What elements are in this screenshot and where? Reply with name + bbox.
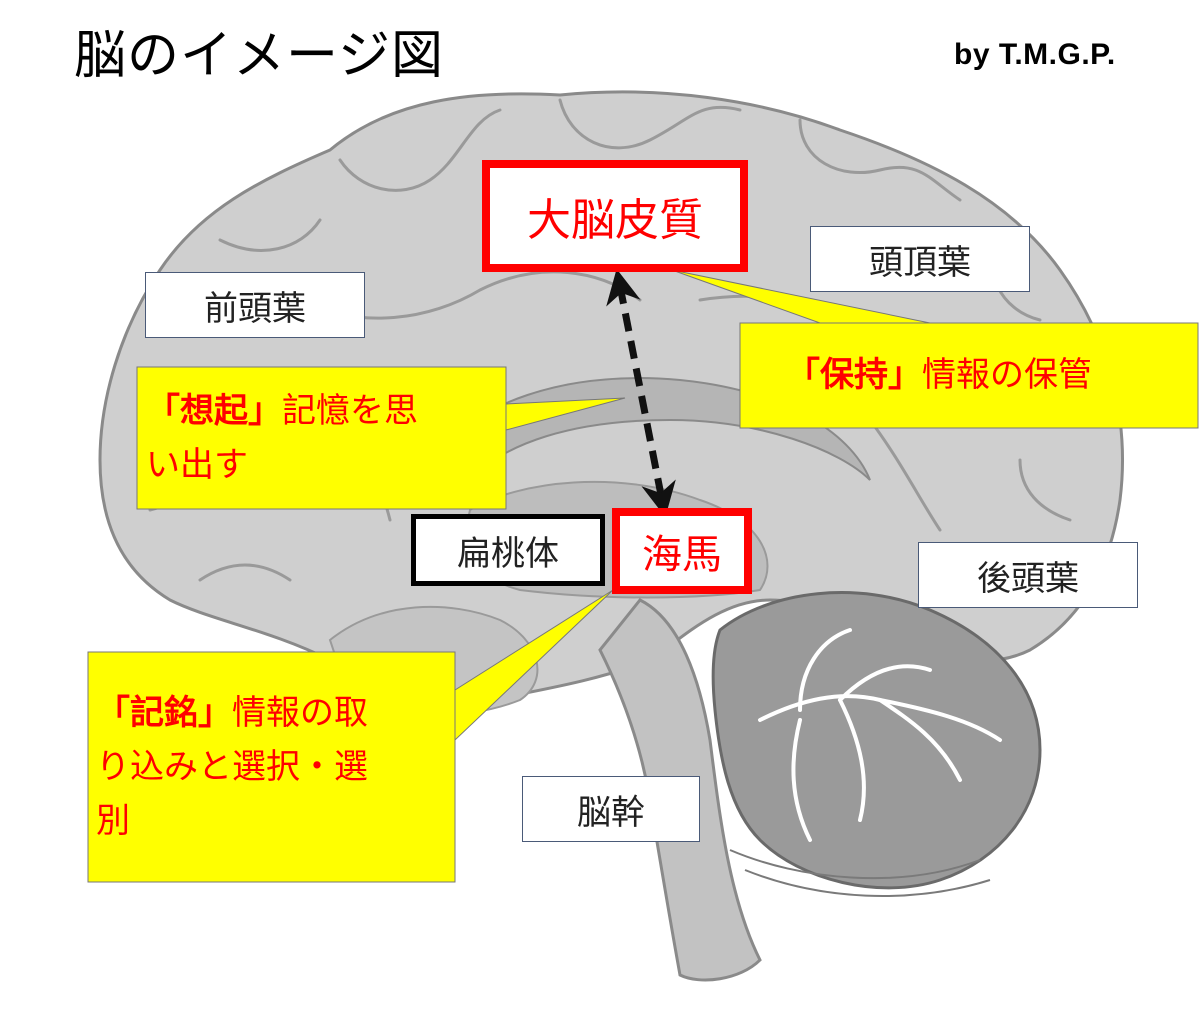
occipital-lobe-label: 後頭葉	[918, 542, 1138, 608]
cerebral-cortex-label: 大脳皮質	[482, 160, 748, 272]
brainstem-text: 脳幹	[577, 792, 645, 833]
cerebellum-branches	[758, 628, 1002, 842]
frontal-lobe-label: 前頭葉	[145, 272, 365, 338]
cerebellum-folds	[729, 849, 991, 898]
encoding-keyword: 「記銘」	[96, 693, 232, 733]
amygdala-text: 扁桃体	[457, 533, 559, 574]
cerebellum-shape	[711, 591, 1042, 890]
parietal-lobe-label: 頭頂葉	[810, 226, 1030, 292]
recall-keyword: 「想起」	[146, 391, 282, 431]
occipital-lobe-text: 後頭葉	[977, 558, 1079, 599]
encoding-description-line2: り込みと選択・選	[96, 747, 368, 787]
page-title: 脳のイメージ図	[74, 26, 444, 86]
storage-callout	[739, 322, 1199, 429]
storage-callout-text: 「保持」情報の保管	[786, 348, 1092, 402]
cerebral-cortex-text: 大脳皮質	[527, 195, 703, 246]
brainstem-label: 脳幹	[522, 776, 700, 842]
dashed-double-arrow-icon	[606, 268, 676, 518]
amygdala-label: 扁桃体	[411, 514, 605, 586]
encoding-description-line1: 情報の取	[232, 693, 368, 733]
parietal-lobe-text: 頭頂葉	[869, 242, 971, 283]
recall-description-line1: 記憶を思	[282, 391, 418, 431]
hippocampus-text: 海馬	[642, 532, 722, 578]
frontal-lobe-text: 前頭葉	[204, 288, 306, 329]
recall-callout	[136, 366, 507, 510]
hippocampus-label: 海馬	[612, 508, 752, 594]
encoding-description-line3: 別	[96, 801, 130, 841]
recall-callout-text: 「想起」記憶を思 い出す	[146, 384, 418, 492]
author-credit: by T.M.G.P.	[954, 38, 1116, 71]
recall-description-line2: い出す	[146, 445, 248, 485]
encoding-callout	[87, 651, 456, 883]
encoding-callout-text: 「記銘」情報の取 り込みと選択・選 別	[96, 686, 368, 848]
storage-description: 情報の保管	[922, 355, 1092, 395]
storage-keyword: 「保持」	[786, 355, 922, 395]
